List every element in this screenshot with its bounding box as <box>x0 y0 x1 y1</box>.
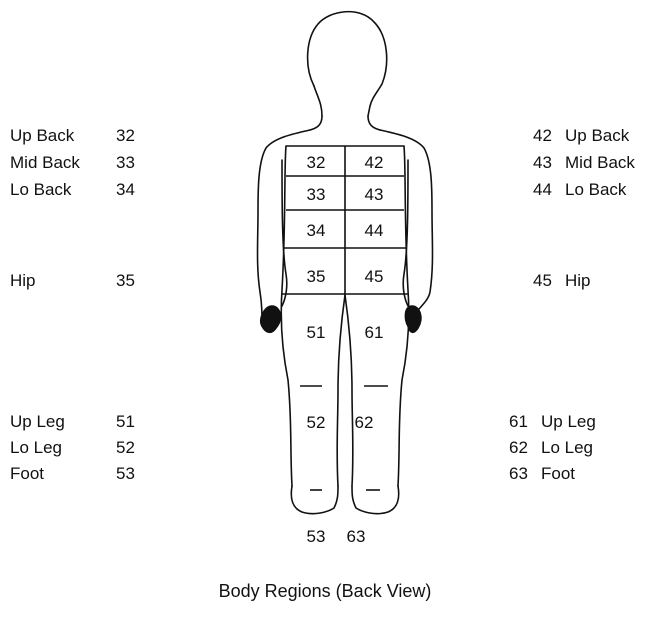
region-32: 32 <box>307 153 326 172</box>
region-35: 35 <box>307 267 326 286</box>
region-33: 33 <box>307 185 326 204</box>
region-dividers <box>282 146 408 490</box>
region-53: 53 <box>307 527 326 546</box>
region-62: 62 <box>355 413 374 432</box>
region-43: 43 <box>365 185 384 204</box>
diagram-caption: Body Regions (Back View) <box>0 581 650 602</box>
region-61: 61 <box>365 323 384 342</box>
region-44: 44 <box>365 221 384 240</box>
region-34: 34 <box>307 221 326 240</box>
region-52: 52 <box>307 413 326 432</box>
region-42: 42 <box>365 153 384 172</box>
region-51: 51 <box>307 323 326 342</box>
region-63: 63 <box>347 527 366 546</box>
region-45: 45 <box>365 267 384 286</box>
